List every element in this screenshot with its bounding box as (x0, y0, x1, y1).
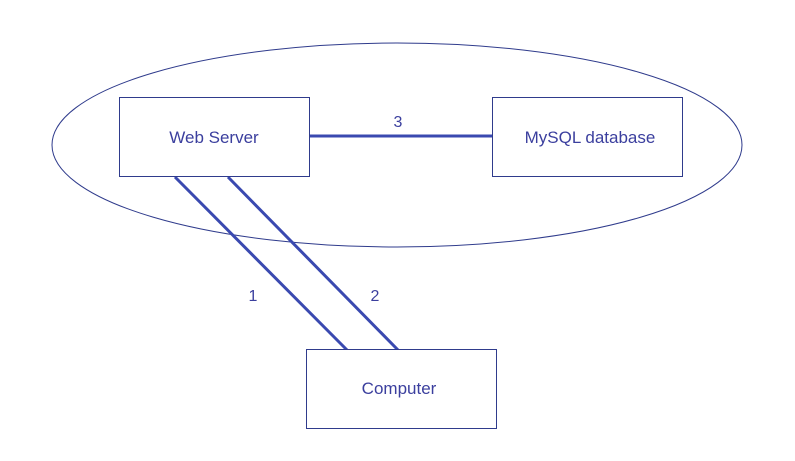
computer-box (306, 349, 497, 429)
mysql-database-node: MySQL database (492, 97, 683, 177)
computer-label: Computer (362, 379, 437, 398)
computer-node: Computer (306, 349, 497, 429)
connection-2-label: 2 (371, 288, 380, 305)
mysql-database-label: MySQL database (525, 128, 656, 147)
web-server-label: Web Server (169, 128, 259, 147)
mysql-database-box (492, 97, 683, 177)
connection-3-label: 3 (394, 114, 403, 131)
connection-2-line (226, 175, 400, 352)
web-server-box (119, 97, 310, 177)
connection-1-line (173, 175, 349, 352)
server-group-ellipse (51, 42, 743, 248)
web-server-node: Web Server (119, 97, 310, 177)
connection-1-label: 1 (249, 288, 258, 305)
